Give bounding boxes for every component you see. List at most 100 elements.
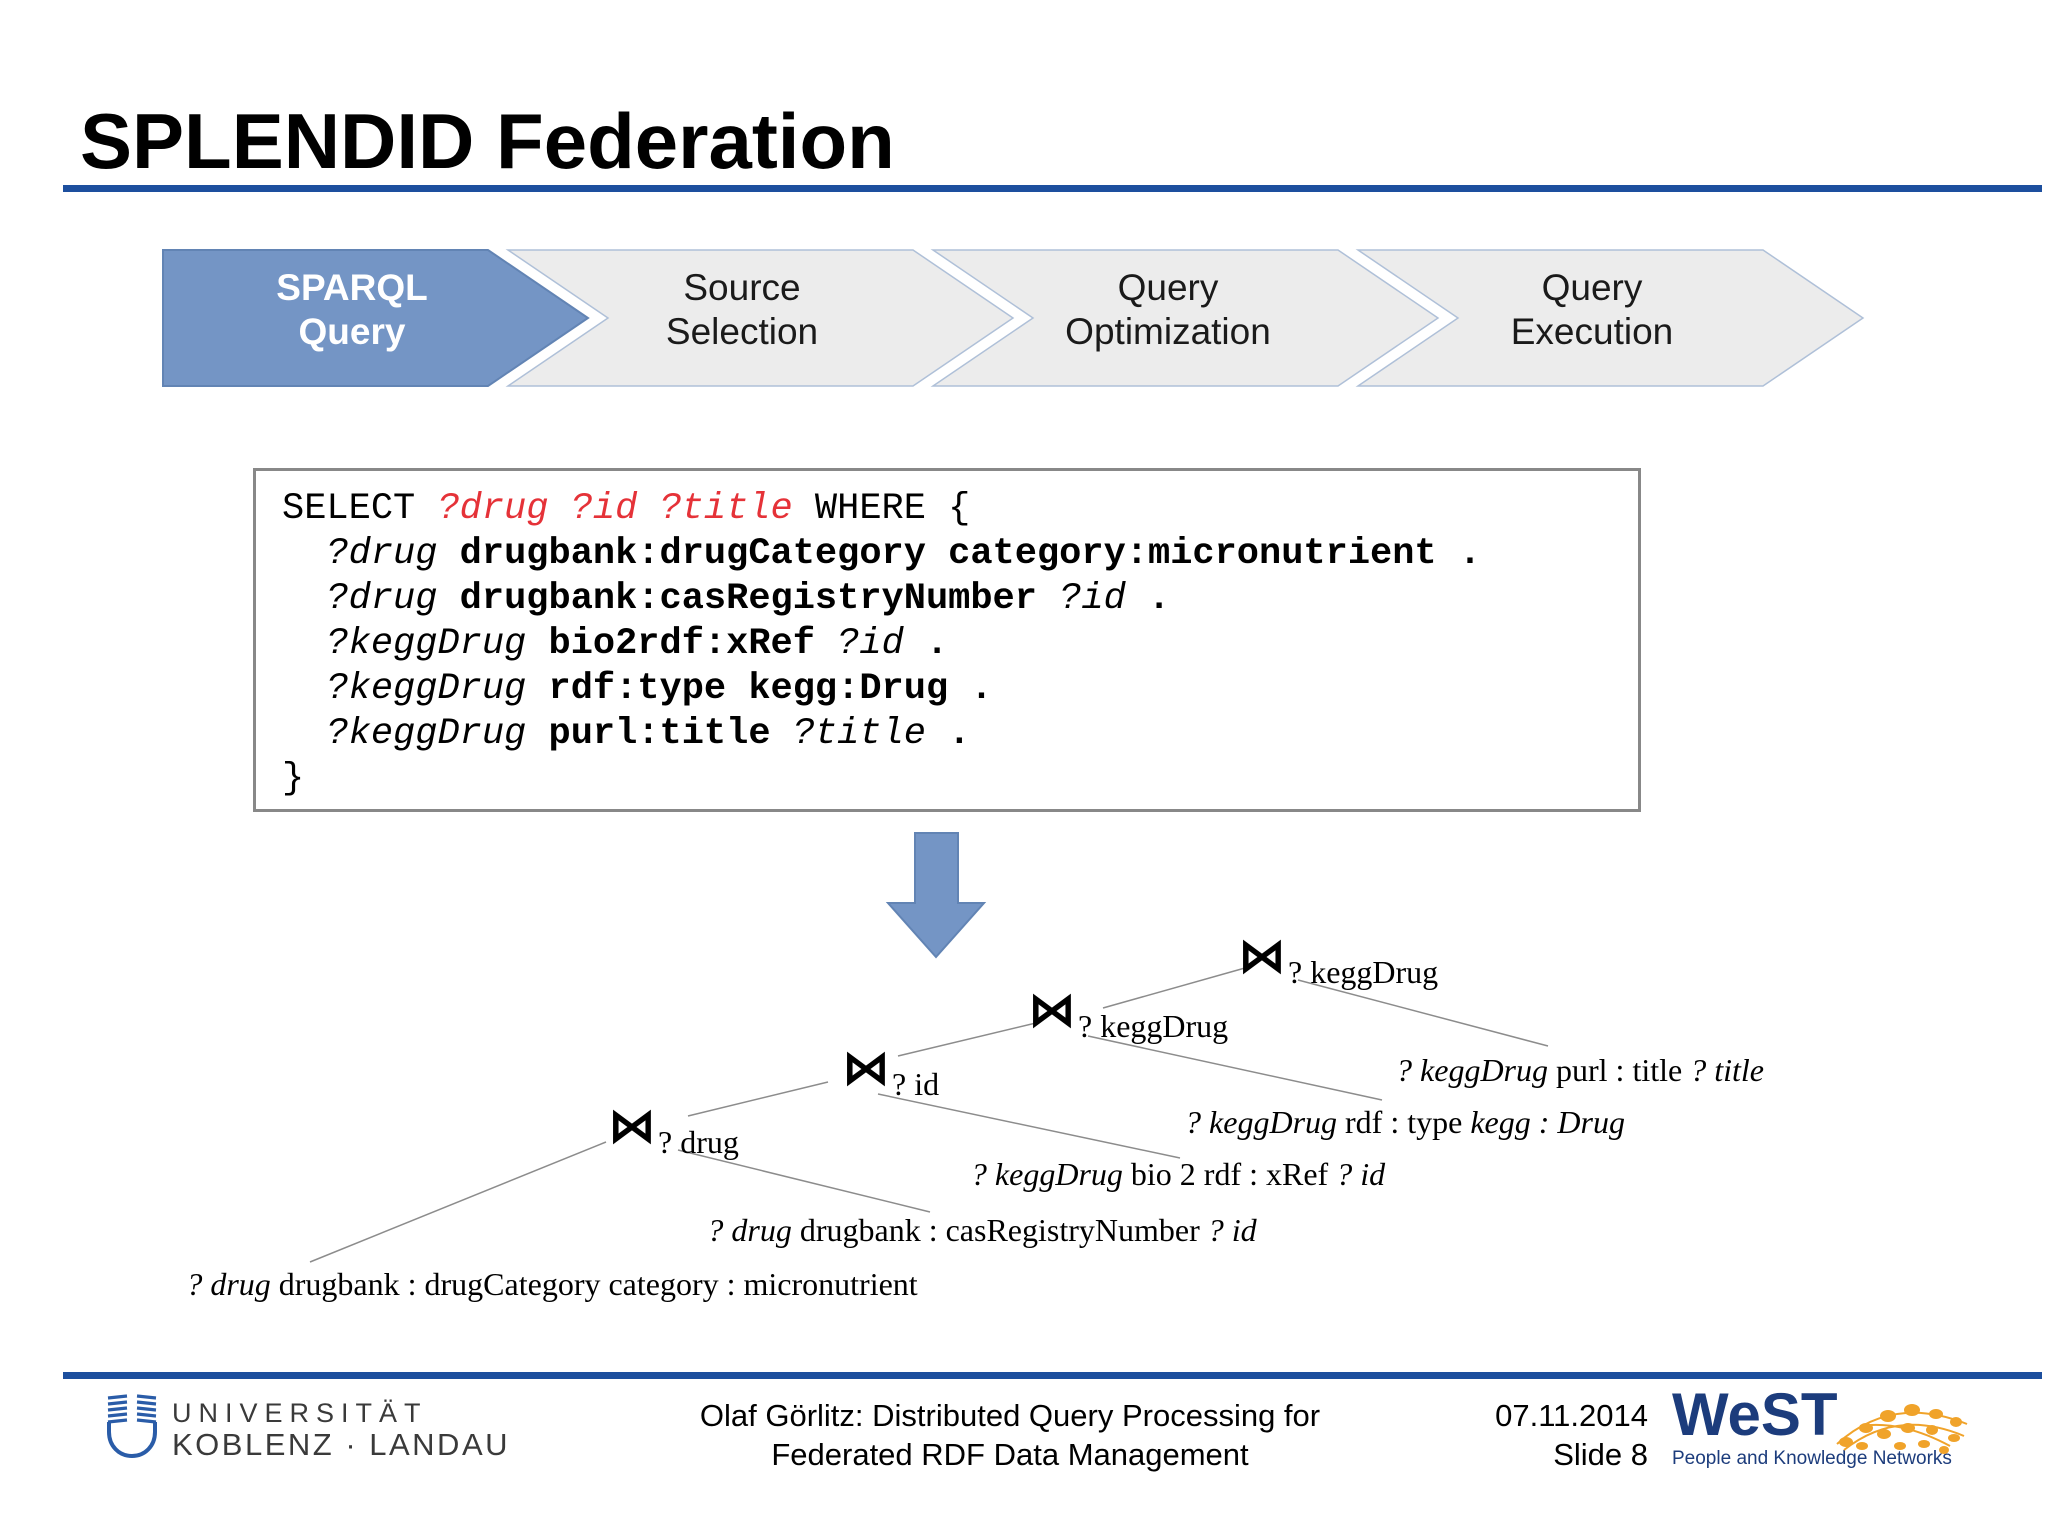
west-logo-title: WeST [1672, 1381, 1838, 1448]
join-id: ⋈? id [842, 1044, 939, 1100]
pipeline-step-label-line: Query [298, 311, 406, 352]
pipeline-step-label-line: SPARQL [276, 267, 428, 308]
code-segment-selvar: ?drug ?id ?title [437, 488, 793, 530]
pipeline-step-label-line: Selection [665, 311, 819, 352]
university-name-line2: KOBLENZ · LANDAU [172, 1427, 511, 1462]
university-wordmark: UNIVERSITÄT KOBLENZ · LANDAU [172, 1398, 510, 1462]
down-arrow-icon [885, 832, 987, 959]
code-segment-var: ?title [792, 713, 926, 755]
join-operator-icon: ⋈ [608, 1098, 656, 1154]
join-variable-label: ? id [892, 1066, 940, 1102]
code-line: SELECT ?drug ?id ?title WHERE { [282, 487, 1638, 532]
code-segment-kw [282, 623, 326, 665]
join-operator-icon: ⋈ [1028, 982, 1076, 1038]
pipeline-step-label-line: Query [1117, 267, 1219, 308]
leaf-purltitle: ? keggDrug purl : title ? title [1396, 1052, 1764, 1089]
leaf-rdftype: ? keggDrug rdf : type kegg : Drug [1185, 1104, 1625, 1141]
join-drug: ⋈? drug [608, 1102, 739, 1158]
join-keggdrug-upper: ⋈? keggDrug [1238, 932, 1438, 988]
join-keggdrug-lower: ⋈? keggDrug [1028, 986, 1228, 1042]
triple-text: drugbank : casRegistryNumber [791, 1212, 1208, 1248]
triple-variable: kegg : Drug [1470, 1104, 1625, 1140]
footer-slide-number: Slide 8 [1553, 1437, 1648, 1472]
pipeline-step-label-line: Query [1541, 267, 1643, 308]
triple-variable: ? keggDrug [1185, 1104, 1338, 1140]
code-segment-pred: . [948, 668, 993, 710]
title-divider [63, 185, 2042, 192]
footer-divider [63, 1372, 2042, 1379]
join-variable-label: ? drug [658, 1124, 739, 1160]
code-line: ?keggDrug rdf:type kegg:Drug . [282, 667, 1638, 712]
code-segment-pred: . [1436, 533, 1482, 575]
triple-text: bio 2 rdf : xRef [1122, 1156, 1337, 1192]
code-segment-pred: bio2rdf:xRef [548, 623, 815, 665]
triple-variable: ? keggDrug [1396, 1052, 1548, 1088]
footer-date: 07.11.2014 [1495, 1398, 1648, 1433]
join-operator-icon: ⋈ [842, 1040, 890, 1096]
code-line: ?drug drugbank:casRegistryNumber ?id . [282, 577, 1638, 622]
triple-variable: ? id [1336, 1156, 1386, 1192]
code-segment-var: ?drug [326, 533, 438, 575]
triple-text: rdf : type [1337, 1104, 1471, 1140]
join-operator-icon: ⋈ [1238, 928, 1286, 984]
code-segment-kw [437, 533, 459, 575]
code-segment-pred: drugbank:drugCategory category:micronutr… [459, 533, 1437, 575]
code-segment-pred: rdf:type kegg:Drug [548, 668, 949, 710]
footer-credit: Olaf Görlitz: Distributed Query Processi… [690, 1396, 1330, 1474]
code-segment-var: ?id [1059, 578, 1126, 620]
code-segment-pred: drugbank:casRegistryNumber [459, 578, 1037, 620]
sparql-query-code-block: SELECT ?drug ?id ?title WHERE { ?drug dr… [253, 468, 1641, 812]
code-segment-kw [282, 668, 326, 710]
code-line: ?keggDrug purl:title ?title . [282, 712, 1638, 757]
university-logo-icon [107, 1394, 157, 1459]
code-line: } [282, 757, 1638, 802]
code-segment-kw [1037, 578, 1059, 620]
west-logo-subtitle: People and Knowledge Networks [1672, 1448, 1952, 1469]
triple-variable: ? title [1690, 1052, 1764, 1088]
code-segment-var: ?keggDrug [326, 623, 527, 665]
code-segment-kw: } [282, 758, 305, 800]
triple-variable: ? keggDrug [970, 1156, 1123, 1192]
code-segment-kw [815, 623, 837, 665]
triple-variable: ? drug [186, 1266, 271, 1302]
code-segment-pred: . [1125, 578, 1171, 620]
code-segment-var: ?keggDrug [326, 713, 527, 755]
code-segment-kw [437, 578, 459, 620]
pipeline-step-label-line: Optimization [1065, 311, 1271, 352]
tree-edge [1087, 1035, 1383, 1101]
code-segment-var: ?keggDrug [326, 668, 527, 710]
leaf-casregistry: ? drug drugbank : casRegistryNumber ? id [707, 1212, 1256, 1249]
west-logo: WeST People and Knowledge Networks [1672, 1384, 1952, 1470]
tree-edge [877, 1093, 1181, 1159]
triple-variable: ? drug [707, 1212, 792, 1248]
code-segment-kw [282, 533, 326, 575]
pipeline-step-label-line: Source [683, 267, 801, 308]
code-segment-pred: . [903, 623, 949, 665]
page-title: SPLENDID Federation [80, 97, 895, 186]
west-network-icon [1836, 1404, 1968, 1454]
leaf-xref: ? keggDrug bio 2 rdf : xRef ? id [971, 1156, 1385, 1193]
code-segment-kw: SELECT [282, 488, 438, 530]
code-segment-kw [282, 713, 326, 755]
university-name-line1: UNIVERSITÄT [172, 1398, 428, 1428]
code-segment-kw: WHERE { [792, 488, 971, 530]
code-segment-var: ?id [837, 623, 904, 665]
join-variable-label: ? keggDrug [1288, 954, 1439, 990]
pipeline-step-label-line: Execution [1510, 311, 1674, 352]
code-segment-kw [526, 623, 548, 665]
tree-edge [309, 1141, 607, 1263]
triple-text: drugbank : drugCategory category : micro… [270, 1266, 918, 1302]
code-segment-kw [526, 713, 548, 755]
join-variable-label: ? keggDrug [1078, 1008, 1229, 1044]
code-segment-pred: . [925, 713, 971, 755]
code-segment-kw [771, 713, 793, 755]
footer-credit-line1: Olaf Görlitz: Distributed Query Processi… [699, 1398, 1321, 1433]
code-segment-kw [526, 668, 548, 710]
triple-text: purl : title [1548, 1052, 1691, 1088]
code-line: ?drug drugbank:drugCategory category:mic… [282, 532, 1638, 577]
leaf-drugcategory: ? drug drugbank : drugCategory category … [186, 1266, 917, 1303]
